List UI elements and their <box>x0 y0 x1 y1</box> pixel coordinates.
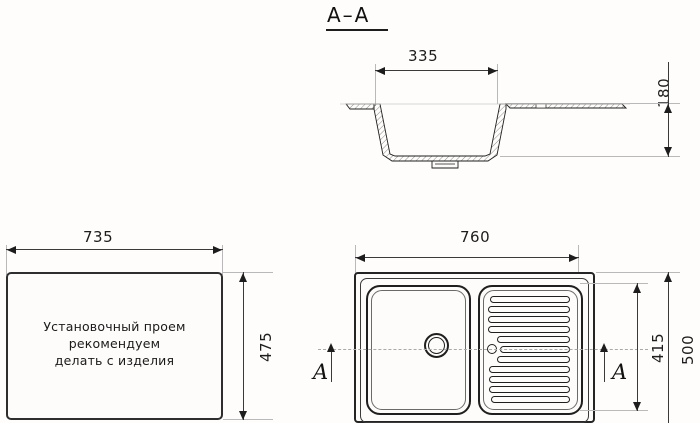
section-width-dimension-label: 335 <box>408 47 439 65</box>
cutout-width-arrow-right <box>213 246 222 254</box>
plan-inner-height-dimension-label: 415 <box>649 332 667 363</box>
section-marker-right-letter: A <box>612 360 628 384</box>
cutout-width-arrow-left <box>7 246 16 254</box>
drainboard-groove <box>489 386 570 393</box>
plan-inner-height-dim-line <box>637 283 638 411</box>
drainboard-groove <box>488 316 570 323</box>
plan-width-arrow-right <box>569 254 578 262</box>
plan-inner-height-ext-bottom <box>580 410 648 411</box>
drainboard-groove <box>497 356 570 363</box>
cutout-height-dim-line <box>243 272 244 420</box>
section-profile-drawing <box>340 103 630 169</box>
plan-width-dim-line <box>355 257 579 258</box>
cutout-note-line-3: делать с изделия <box>54 353 175 368</box>
drainboard-groove <box>488 326 570 333</box>
installation-cutout-rectangle <box>6 272 223 420</box>
drainboard-groove <box>489 366 570 373</box>
plan-outer-height-ext-top <box>596 272 680 273</box>
drainboard-groove <box>490 296 570 303</box>
section-width-ext-left <box>375 64 376 106</box>
cutout-height-ext-top <box>223 272 273 273</box>
plan-centerline <box>318 349 648 350</box>
cutout-width-dim-line <box>6 249 223 250</box>
drainboard-groove <box>491 396 570 403</box>
cutout-note-line-2: рекомендуем <box>68 336 161 351</box>
cutout-height-arrow-up <box>239 273 247 282</box>
sink-drainboard-inner-line <box>483 290 578 410</box>
drain-hole-inner-ring <box>428 337 445 354</box>
cutout-height-arrow-down <box>239 411 247 420</box>
section-depth-ext-bottom <box>500 156 680 157</box>
section-title-underline <box>326 29 388 31</box>
section-depth-arrow-down <box>664 147 672 156</box>
drainboard-groove <box>497 336 570 343</box>
sink-basin-inner-line <box>371 290 466 410</box>
plan-outer-height-dim-line <box>668 272 669 423</box>
plan-width-arrow-left <box>356 254 365 262</box>
section-depth-arrow-up <box>664 104 672 113</box>
drain-hole-outer-ring <box>424 333 449 358</box>
plan-width-dimension-label: 760 <box>460 228 491 246</box>
cutout-width-ext-left <box>6 245 7 275</box>
cutout-height-ext-bottom <box>223 419 273 420</box>
section-marker-left-letter: A <box>313 360 329 384</box>
cutout-height-dimension-label: 475 <box>257 331 275 362</box>
plan-outer-height-dimension-label: 500 <box>679 334 697 365</box>
section-width-arrow-left <box>376 67 385 75</box>
plan-inner-height-arrow-up <box>633 284 641 293</box>
plan-width-ext-left <box>355 245 356 273</box>
cutout-width-ext-right <box>222 245 223 275</box>
section-width-ext-right <box>497 64 498 104</box>
plan-inner-height-arrow-down <box>633 402 641 411</box>
section-marker-left-arrow <box>327 343 335 352</box>
drainboard-groove <box>489 376 570 383</box>
drainboard-groove <box>488 306 570 313</box>
plan-inner-height-ext-top <box>580 283 648 284</box>
cutout-width-dimension-label: 735 <box>83 228 114 246</box>
section-depth-ext-top <box>505 103 680 104</box>
section-width-arrow-right <box>488 67 497 75</box>
sink-basin <box>366 285 471 415</box>
plan-outer-height-arrow-up <box>664 273 672 282</box>
section-marker-right-arrow <box>600 343 608 352</box>
section-title-aa: A–A <box>327 3 371 27</box>
section-width-dim-line <box>375 70 498 71</box>
cutout-note-line-1: Установочный проем <box>43 319 186 334</box>
section-marker-right-stem <box>604 349 605 382</box>
section-marker-left-stem <box>331 349 332 382</box>
